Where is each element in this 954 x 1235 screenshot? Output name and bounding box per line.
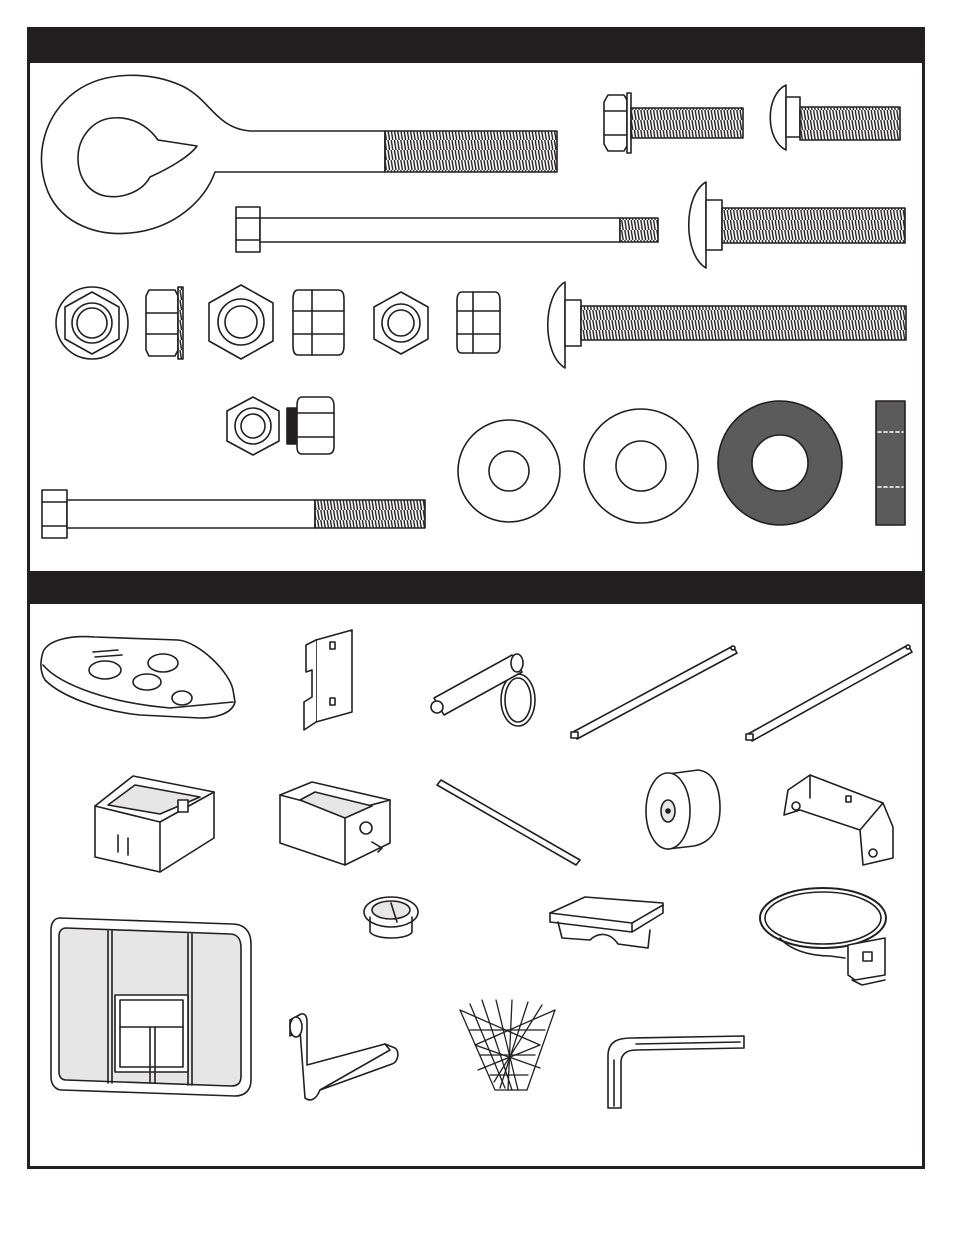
allen-wrench (608, 1036, 744, 1108)
long-thin-bolt (236, 207, 658, 252)
rubber-washer (718, 401, 842, 525)
carriage-bolt-short (770, 85, 900, 150)
bracket-plate (304, 630, 352, 730)
rim-bracket (784, 775, 893, 865)
pole-collar (95, 776, 214, 872)
cap-small (364, 897, 418, 938)
brace-strap-2 (746, 645, 912, 741)
backboard (51, 918, 251, 1096)
hex-bolt-long (42, 490, 425, 538)
spacer-strip (876, 401, 905, 525)
nylon-lock-nut-small (374, 292, 500, 354)
flange-bolt-short (604, 93, 743, 153)
lock-nut-with-band (227, 397, 334, 455)
pole-cap (550, 897, 663, 948)
brace-strap-1 (571, 646, 737, 739)
pole-sleeve (280, 782, 390, 865)
base (41, 637, 235, 718)
flat-washer-small (458, 420, 560, 522)
flange-nut-large (56, 287, 183, 359)
nylon-lock-nut-large (209, 285, 344, 359)
eye-bolt (42, 75, 557, 233)
flat-washer-medium (584, 409, 698, 523)
rim (760, 888, 886, 985)
carriage-bolt-medium (689, 182, 905, 268)
crank-handle (290, 1014, 398, 1100)
pull-pin (431, 654, 535, 726)
wheel (646, 770, 720, 849)
carriage-bolt-long (548, 282, 906, 368)
rod (437, 780, 580, 865)
net (460, 1000, 555, 1090)
